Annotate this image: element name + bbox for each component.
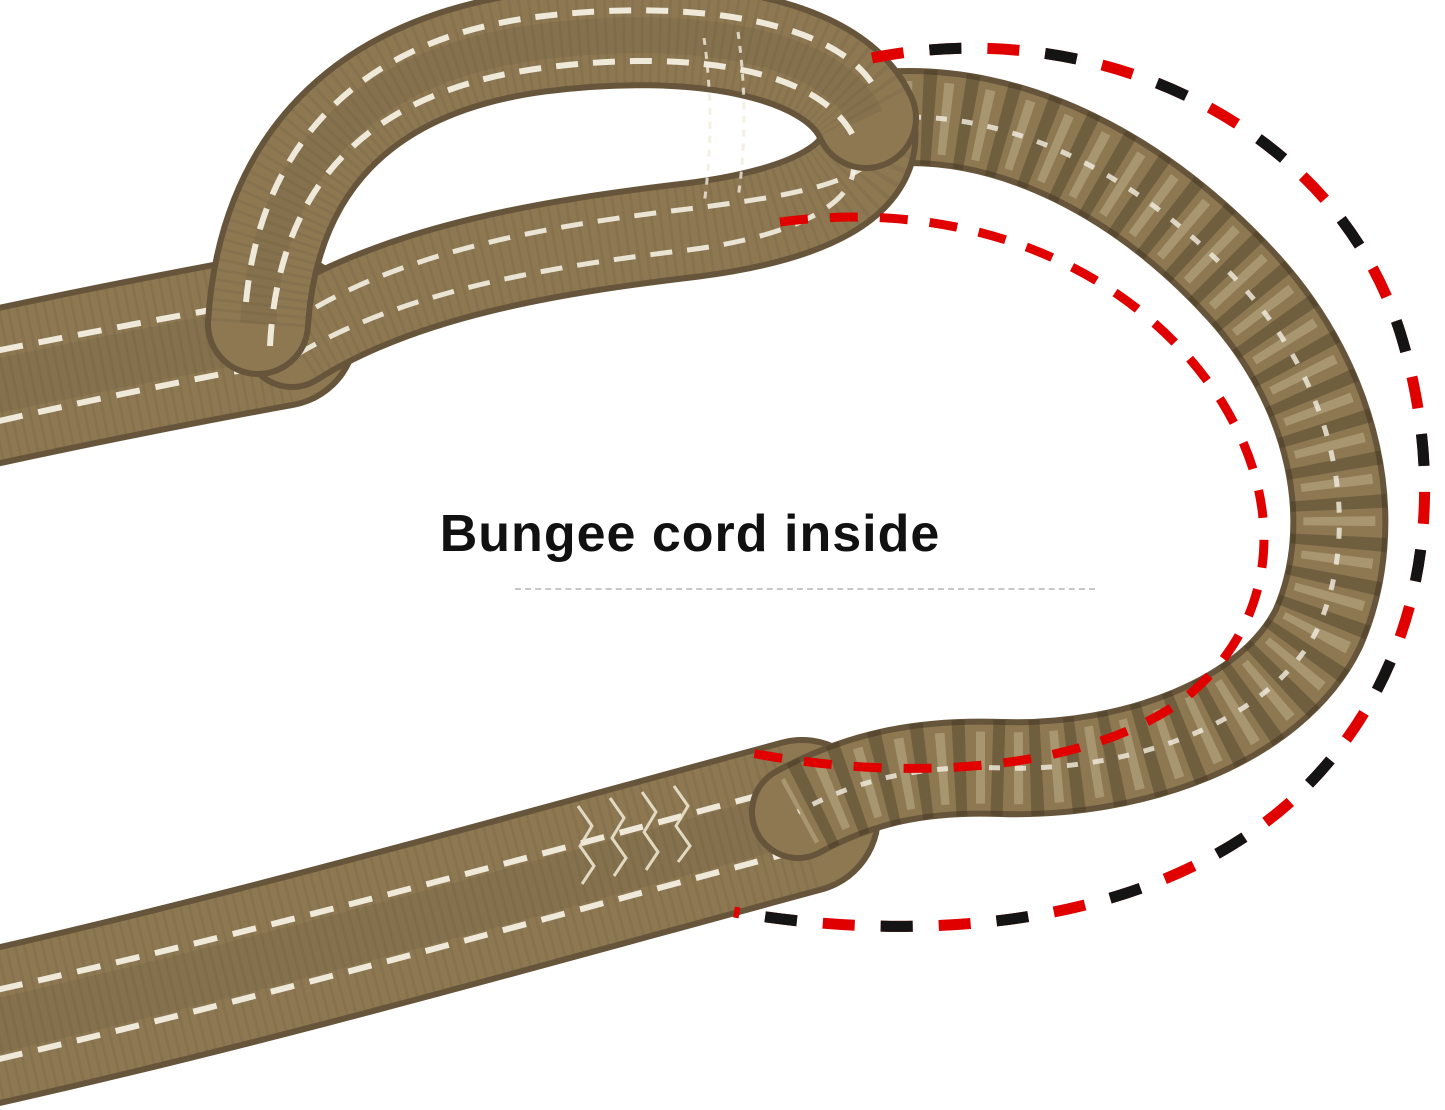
- handle-bottom-run-reflective-lower: [286, 157, 856, 363]
- outer-dashed-arc-black-dashes: [733, 42, 1431, 932]
- handle-bottom-run-reflective-upper: [296, 127, 883, 321]
- handle-top-run-rib-texture: [211, 0, 909, 328]
- caption-underline: [515, 588, 1095, 590]
- stitch-zigzag: [640, 791, 660, 871]
- caption-text: Bungee cord inside: [439, 505, 941, 563]
- bungee-cord-annotation-arcs: [733, 42, 1431, 932]
- handle-top-run-base: [211, 0, 913, 371]
- bungee-gather-highlights: [780, 81, 1376, 844]
- bottom-strap-reflective-stripe-upper: [0, 783, 795, 993]
- stitch-row: [736, 31, 746, 199]
- stitch-zigzag: [672, 785, 692, 863]
- left-strap-rib-texture: [0, 258, 293, 461]
- bottom-strap-stitching: [576, 785, 692, 885]
- stitch-row: [702, 37, 712, 205]
- inner-dashed-arc: [745, 212, 1269, 773]
- handle-bottom-run-rib-texture: [268, 106, 913, 378]
- stitch-zigzag: [576, 805, 596, 885]
- handle-top-run-reflective-upper: [243, 7, 879, 303]
- bungee-gather-shadows: [774, 69, 1388, 855]
- bottom-strap-reflective-stripe-lower: [0, 845, 809, 1062]
- bottom-strap: [0, 737, 881, 1107]
- stitch-zigzag: [608, 797, 628, 877]
- handle-top-run-reflective-lower: [267, 58, 859, 347]
- handle-seam-stitching: [702, 31, 746, 205]
- bungee-section: [749, 68, 1389, 861]
- handle-top-run-groove: [240, 17, 883, 326]
- handle-assembly: [0, 0, 919, 467]
